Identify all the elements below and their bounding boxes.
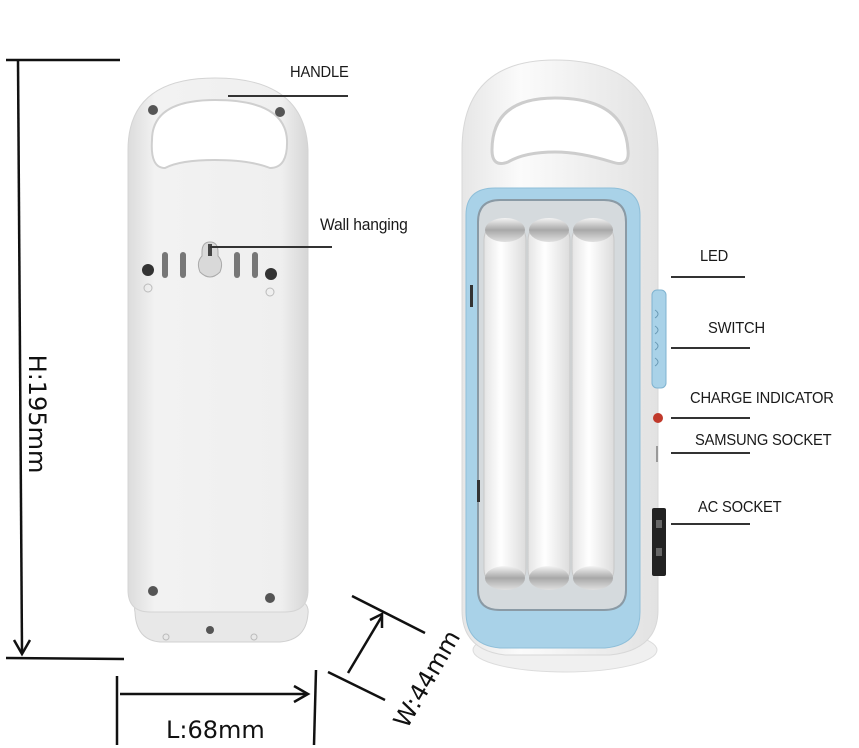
samsung-socket-label: SAMSUNG SOCKET — [695, 432, 832, 449]
samsung-socket-port — [656, 446, 658, 462]
length-dimension-label: L:68mm — [166, 716, 265, 744]
wall-hanging-slots — [142, 241, 277, 297]
back-view-lantern — [127, 77, 309, 643]
wall-hanging-label: Wall hanging — [320, 215, 408, 234]
charge-indicator-light — [653, 413, 663, 423]
switch-label: SWITCH — [708, 320, 765, 337]
ac-socket-label: AC SOCKET — [698, 499, 782, 516]
led-tubes — [483, 218, 615, 590]
charge-indicator-label: CHARGE INDICATOR — [690, 390, 834, 407]
switch-slider — [651, 289, 667, 389]
ac-socket-port — [652, 508, 666, 576]
height-dimension-label: H:195mm — [23, 354, 51, 474]
front-view-lantern — [461, 59, 667, 673]
led-label: LED — [700, 248, 729, 265]
handle-label: HANDLE — [290, 64, 349, 81]
